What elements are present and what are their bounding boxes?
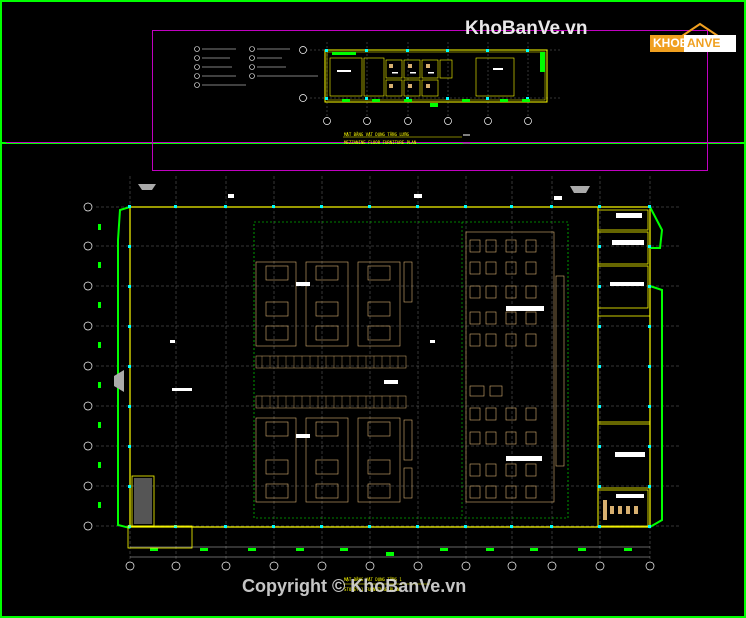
watermark-top: KhoBanVe.vn (465, 18, 588, 39)
ground-title-en: STOREY 1 FURNITURE PLAN (344, 587, 400, 592)
ground-title-vn: MẶT BẰNG VẬT DỤNG TẦNG 1 (344, 577, 402, 582)
top-title-frame (0, 0, 746, 144)
mezzanine-legend (194, 46, 318, 88)
logo-text-anve: ANVE (687, 36, 721, 50)
ground-sheet-border (6, 142, 740, 144)
mezzanine-plan (194, 42, 560, 144)
mezzanine-title-en: MEZZANINE FLOOR FURNITURE PLAN (344, 140, 417, 145)
logo-text-khob: KHOB (653, 36, 689, 50)
watermark-bottom: Copyright © KhoBanVe.vn (242, 576, 467, 596)
mezzanine-title-vn: MẶT BẰNG VẬT DỤNG TẦNG LỬNG (344, 132, 410, 137)
logo-house-icon (650, 22, 736, 52)
mezzanine-sheet-border (152, 30, 708, 171)
khobanve-logo: KHOB ANVE (650, 22, 736, 54)
ground-floor-plan (83, 176, 680, 585)
